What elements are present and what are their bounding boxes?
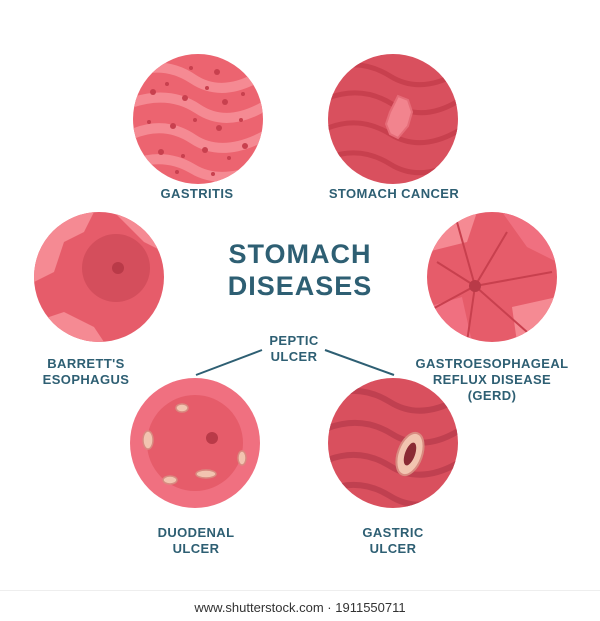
stock-footer: www.shutterstock.com · 1911550711 — [0, 590, 600, 621]
diagram: STOMACH DISEASES GASTRITIS STOMACH CANCE… — [34, 54, 569, 556]
peptic-ulcer-connectors — [195, 349, 395, 376]
stomach-cancer-label: STOMACH CANCER — [328, 186, 460, 201]
gerd-label: GASTROESOPHAGEAL REFLUX DISEASE (GERD) — [415, 356, 569, 403]
gastric-ulcer-label: GASTRIC ULCER — [362, 525, 424, 556]
diagram-title: STOMACH DISEASES — [228, 238, 373, 302]
title-line-1: STOMACH — [228, 239, 372, 269]
gastritis-label: GASTRITIS — [160, 186, 234, 201]
footer-url: www.shutterstock.com · 1911550711 — [194, 600, 406, 615]
stomach-cancer-illustration — [328, 54, 458, 184]
barretts-esophagus-label: BARRETT'S ESOPHAGUS — [42, 356, 130, 387]
title-line-2: DISEASES — [227, 271, 373, 301]
duodenal-ulcer-label: DUODENAL ULCER — [157, 525, 235, 556]
gastric-ulcer-illustration — [328, 378, 458, 508]
peptic-ulcer-label: PEPTIC ULCER — [269, 333, 319, 364]
duodenal-ulcer-illustration — [130, 378, 260, 508]
barretts-esophagus-illustration — [34, 212, 164, 342]
gastritis-illustration — [133, 54, 263, 184]
gerd-illustration — [427, 212, 557, 342]
